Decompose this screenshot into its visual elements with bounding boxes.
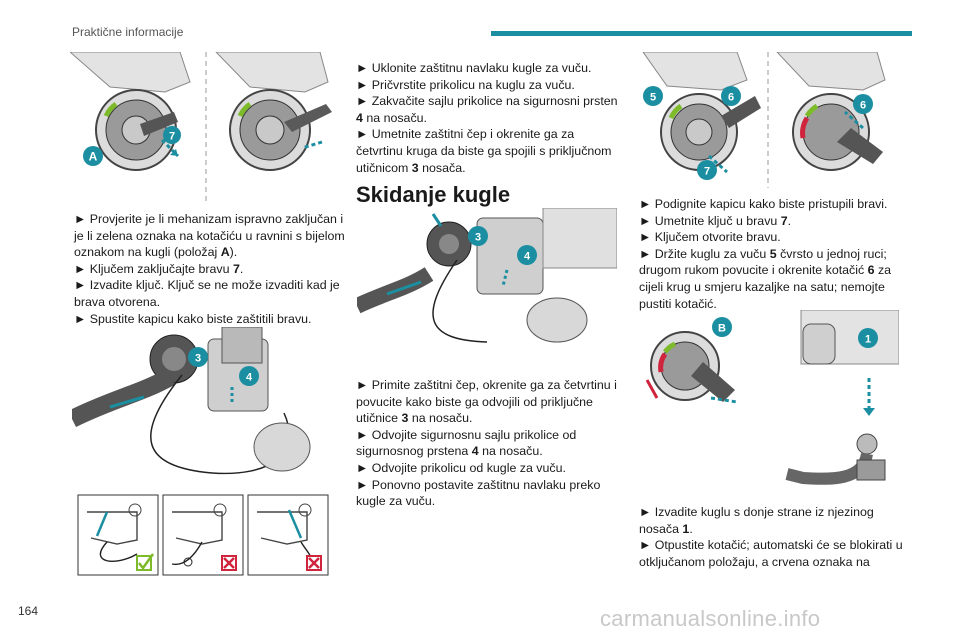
paragraph-lower-cap: ► Spustite kapicu kako biste zaštitili b…	[74, 311, 312, 326]
callout-4: 4	[524, 251, 531, 263]
paragraph-refit-cover: ► Ponovno postavite zaštitnu navlaku pre…	[356, 477, 601, 509]
paragraph-detach-trailer: ► Odvojite prikolicu od kugle za vuču.	[356, 460, 566, 475]
paragraph-lift-cap: ► Podignite kapicu kako biste pristupili…	[639, 197, 888, 211]
page-number: 164	[18, 604, 39, 618]
illustration-cable-correct	[77, 494, 159, 576]
callout-3: 3	[475, 232, 481, 244]
column-3-text-top: ► Podignite kapicu kako biste pristupili…	[639, 196, 904, 312]
column-2-text-top: ► Uklonite zaštitnu navlaku kugle za vuč…	[356, 60, 621, 176]
illustration-lock-closed: A 7	[70, 52, 332, 204]
paragraph-turn-wheel: ► Držite kuglu za vuču 5 čvrsto u jednoj…	[639, 246, 892, 311]
paragraph-attach-trailer: ► Pričvrstite prikolicu na kuglu za vuču…	[356, 77, 575, 92]
illustration-remove-ball: B 1	[645, 310, 899, 485]
callout-4: 4	[246, 372, 253, 384]
callout-5: 5	[650, 92, 656, 104]
header-accent-bar	[491, 31, 912, 36]
callout-a: A	[89, 150, 98, 164]
paragraph-remove-ball: ► Izvadite kuglu s donje strane iz njezi…	[639, 505, 874, 536]
paragraph-insert-key: ► Umetnite ključ u bravu 7.	[639, 213, 792, 228]
watermark: carmanualsonline.info	[600, 606, 821, 631]
callout-b: B	[718, 323, 726, 335]
paragraph-hook-cable: ► Zakvačite sajlu prikolice na sigurnosn…	[356, 94, 618, 125]
callout-6: 6	[860, 100, 866, 112]
callout-3: 3	[195, 353, 201, 365]
callout-1: 1	[865, 334, 871, 346]
callout-7: 7	[169, 131, 175, 143]
column-3-text-bottom: ► Izvadite kuglu s donje strane iz njezi…	[639, 504, 904, 570]
column-1-text-top: ► Provjerite je li mehanizam ispravno za…	[74, 211, 346, 327]
section-title: Praktične informacije	[72, 25, 184, 39]
paragraph-insert-plug: ► Umetnite zaštitni čep i okrenite ga za…	[356, 127, 612, 175]
paragraph-lock-key: ► Ključem zaključajte bravu 7.	[74, 261, 244, 276]
illustration-unplug: 3 4	[357, 208, 617, 343]
paragraph-remove-cover: ► Uklonite zaštitnu navlaku kugle za vuč…	[356, 61, 592, 75]
illustration-cable-wrong-2	[247, 494, 329, 576]
callout-6: 6	[728, 92, 734, 104]
paragraph-remove-plug: ► Primite zaštitni čep, okrenite ga za č…	[356, 378, 617, 426]
paragraph-remove-key: ► Izvadite ključ. Ključ se ne može izvad…	[74, 278, 340, 309]
illustration-socket-and-ring: 3 4	[72, 327, 311, 475]
section-heading: Skidanje kugle	[356, 182, 511, 207]
illustration-cable-wrong-1	[162, 494, 244, 576]
paragraph-check-lock: ► Provjerite je li mehanizam ispravno za…	[74, 212, 345, 260]
column-2-text-bottom: ► Primite zaštitni čep, okrenite ga za č…	[356, 377, 621, 510]
callout-7: 7	[704, 166, 710, 178]
illustration-unlock-steps: 5 6 7 6	[642, 52, 886, 188]
paragraph-unlock: ► Ključem otvorite bravu.	[639, 230, 781, 245]
paragraph-release-wheel: ► Otpustite kotačić; automatski će se bl…	[639, 538, 903, 569]
paragraph-detach-cable: ► Odvojite sigurnosnu sajlu prikolice od…	[356, 427, 577, 459]
